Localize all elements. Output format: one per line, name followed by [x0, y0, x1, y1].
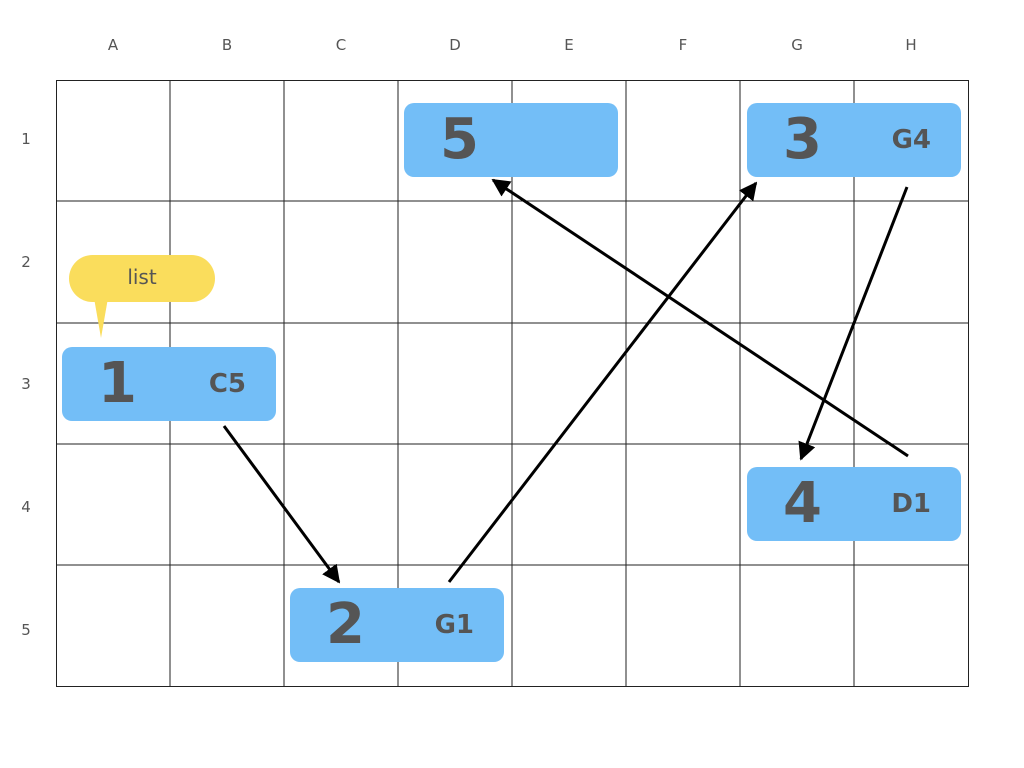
node-4-ref: D1 — [891, 489, 931, 519]
node-5-number: 5 — [440, 107, 479, 172]
column-header-e: E — [564, 36, 574, 54]
arrow-3-to-4 — [798, 186, 909, 461]
row-header-2: 2 — [21, 253, 31, 271]
arrow-1-to-2 — [222, 425, 341, 584]
column-header-d: D — [449, 36, 461, 54]
node-2-ref: G1 — [434, 610, 474, 640]
node-4-number: 4 — [783, 471, 822, 536]
row-header-1: 1 — [21, 130, 31, 148]
column-header-b: B — [221, 36, 233, 54]
row-header-3: 3 — [21, 375, 31, 393]
node-1-ref: C5 — [208, 369, 246, 399]
node-3-ref: G4 — [891, 125, 931, 155]
column-header-f: F — [678, 36, 688, 54]
node-1-number: 1 — [98, 351, 137, 416]
grid — [56, 80, 969, 687]
node-3[interactable]: 3 G4 — [747, 103, 961, 177]
node-2-number: 2 — [326, 592, 365, 657]
column-header-a: A — [107, 36, 119, 54]
row-header-5: 5 — [21, 621, 31, 639]
tooltip-tail — [94, 298, 108, 338]
column-header-h: H — [905, 36, 917, 54]
node-2[interactable]: 2 G1 — [290, 588, 504, 662]
column-header-g: G — [791, 36, 803, 54]
tooltip-bubble: list — [69, 255, 215, 302]
column-header-c: C — [335, 36, 347, 54]
row-header-4: 4 — [21, 498, 31, 516]
node-5[interactable]: 5 — [404, 103, 618, 177]
node-1[interactable]: 1 C5 — [62, 347, 276, 421]
node-4[interactable]: 4 D1 — [747, 467, 961, 541]
tooltip-label: list — [127, 265, 157, 289]
node-3-number: 3 — [783, 107, 822, 172]
arrow-2-to-3 — [447, 181, 758, 583]
arrow-4-to-5 — [491, 178, 909, 458]
